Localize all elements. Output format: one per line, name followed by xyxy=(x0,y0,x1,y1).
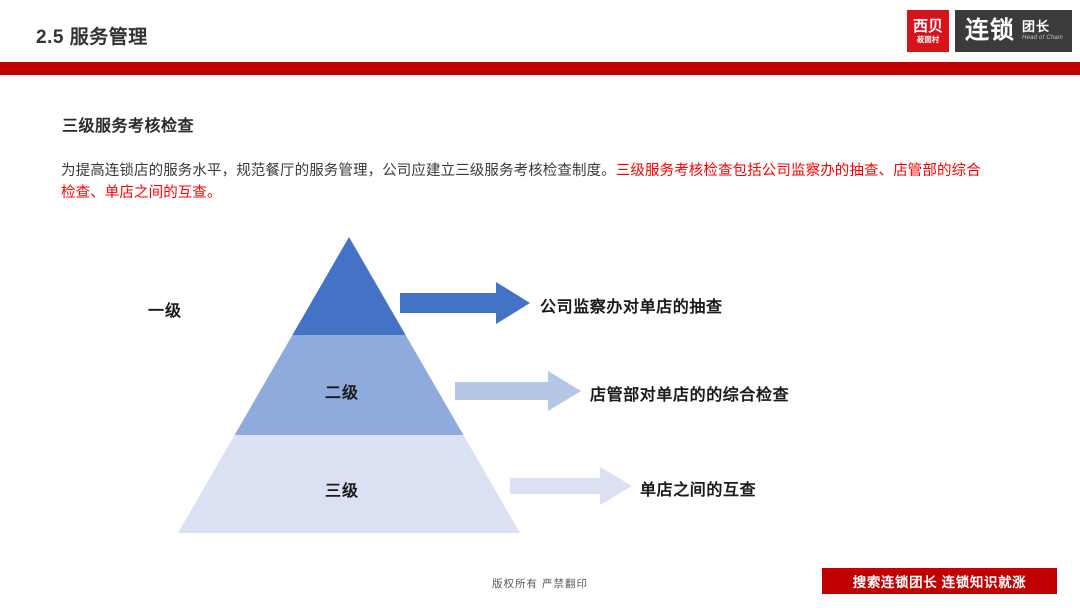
footer-copyright: 版权所有 严禁翻印 xyxy=(492,578,588,590)
pyramid-callout-row-1: 公司监察办对单店的抽查 xyxy=(400,280,980,326)
paragraph-plain-text: 为提高连锁店的服务水平，规范餐厅的服务管理，公司应建立三级服务考核检查制度。 xyxy=(61,163,616,179)
section-heading: 三级服务考核检查 xyxy=(62,118,195,135)
body-paragraph: 为提高连锁店的服务水平，规范餐厅的服务管理，公司应建立三级服务考核检查制度。三级… xyxy=(61,160,991,204)
three-tier-pyramid xyxy=(178,237,520,533)
pyramid-callout-row-2: 店管部对单店的的综合检查 xyxy=(455,368,980,414)
right-arrow-icon xyxy=(400,282,530,324)
brand-box-sub-cn-text: 团长 xyxy=(1022,18,1051,34)
pyramid-tier-1-caption: 公司监察办对单店的抽查 xyxy=(540,299,723,316)
pyramid-tier-3-shape xyxy=(178,435,520,533)
pyramid-callout-row-3: 单店之间的互查 xyxy=(510,463,980,509)
brand-box-main-text: 连锁 xyxy=(965,17,1016,44)
paragraph-highlight-text: 三级服务考核检查包括公司监察办的抽查、店管部的综合检查、单店之间的互查。 xyxy=(61,163,981,201)
lianchuan-tuanzhang-logo: 连锁 团长 Head of Chain xyxy=(955,10,1072,52)
brand-box-sub-group: 团长 Head of Chain xyxy=(1022,18,1063,43)
footer-cta-banner: 搜索连锁团长 连锁知识就涨 xyxy=(822,568,1057,594)
header-red-rule xyxy=(0,62,1080,75)
brand-mark-top-text: 西贝 xyxy=(913,17,944,35)
right-arrow-icon xyxy=(510,467,632,505)
pyramid-tier-1-label: 一级 xyxy=(148,303,183,320)
brand-box-sub-en-text: Head of Chain xyxy=(1022,35,1063,42)
page-title: 2.5 服务管理 xyxy=(36,27,148,48)
right-arrow-icon xyxy=(455,371,581,411)
pyramid-tier-3-label: 三级 xyxy=(325,483,360,500)
slide-header: 2.5 服务管理 西贝 莜面村 连锁 团长 Head of Chain xyxy=(0,0,1080,62)
pyramid-tier-2-caption: 店管部对单店的的综合检查 xyxy=(590,387,790,404)
pyramid-tier-2-shape xyxy=(234,335,464,435)
pyramid-tier-3-caption: 单店之间的互查 xyxy=(640,482,757,499)
xibei-logo-mark: 西贝 莜面村 xyxy=(907,10,950,52)
brand-mark-bottom-text: 莜面村 xyxy=(916,34,940,44)
brand-lockup: 西贝 莜面村 连锁 团长 Head of Chain xyxy=(907,10,1072,52)
pyramid-tier-2-label: 二级 xyxy=(325,385,360,402)
pyramid-tier-1-shape xyxy=(292,237,406,335)
